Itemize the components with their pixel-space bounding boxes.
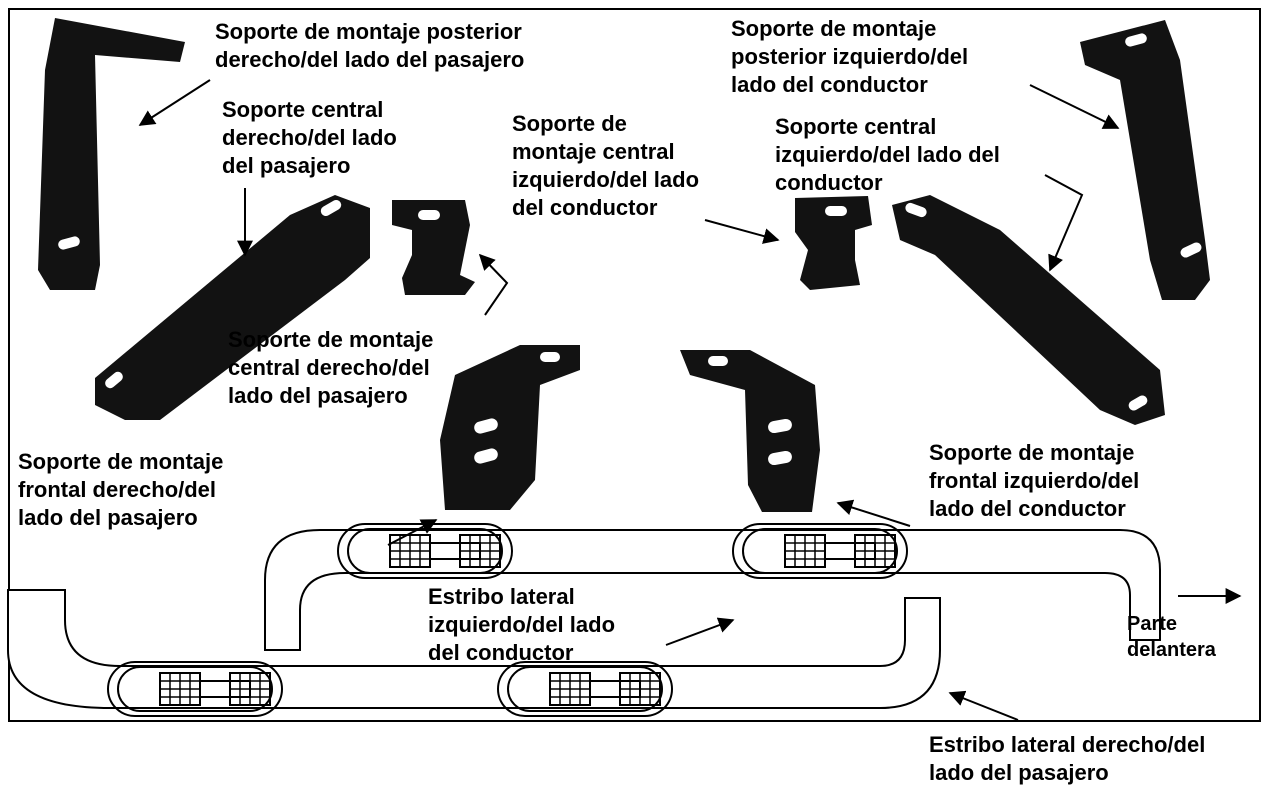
label-front-mount-left: Soporte de montaje frontal izquierdo/del…	[929, 440, 1140, 521]
arrow-rear-left	[1029, 84, 1120, 129]
arrow-center-left	[1044, 174, 1084, 272]
label-rear-mount-left: Soporte de montaje posterior izquierdo/d…	[731, 16, 969, 97]
running-board-right	[7, 589, 941, 717]
arrow-front-right	[387, 519, 438, 546]
label-step-right: Estribo lateral derecho/del lado del pas…	[929, 732, 1206, 785]
label-front-mount-right: Soporte de montaje frontal derecho/del l…	[18, 449, 224, 530]
diagram-frame	[8, 8, 1261, 722]
arrow-rear-right	[138, 79, 211, 126]
rear-mount-bracket-left	[1080, 20, 1210, 300]
front-mount-bracket-left	[680, 350, 820, 512]
center-bracket-right	[95, 195, 370, 420]
arrow-center-mount-right	[478, 253, 509, 316]
label-center-mount-left: Soporte de montaje central izquierdo/del…	[512, 111, 700, 220]
label-front-direction: Parte delantera	[1127, 613, 1216, 661]
front-mount-bracket-right	[440, 345, 580, 510]
arrows	[138, 79, 1242, 721]
arrow-step-left	[665, 617, 735, 646]
label-center-left: Soporte central izquierdo/del lado del c…	[775, 114, 1000, 195]
rear-mount-bracket-right	[38, 16, 185, 290]
arrow-step-right	[948, 690, 1019, 721]
arrow-front-left	[836, 499, 911, 527]
label-center-mount-right: Soporte de montaje central derecho/del l…	[228, 327, 434, 408]
label-center-right: Soporte central derecho/del lado del pas…	[222, 97, 397, 178]
center-bracket-left	[892, 195, 1165, 425]
center-mount-bracket-left	[795, 196, 872, 290]
label-rear-mount-right: Soporte de montaje posterior derecho/del…	[215, 19, 525, 72]
arrow-center-mount-left	[704, 219, 780, 244]
label-step-left: Estribo lateral izquierdo/del lado del c…	[428, 584, 616, 665]
center-mount-bracket-right	[392, 200, 475, 295]
running-board-left	[264, 523, 1161, 651]
